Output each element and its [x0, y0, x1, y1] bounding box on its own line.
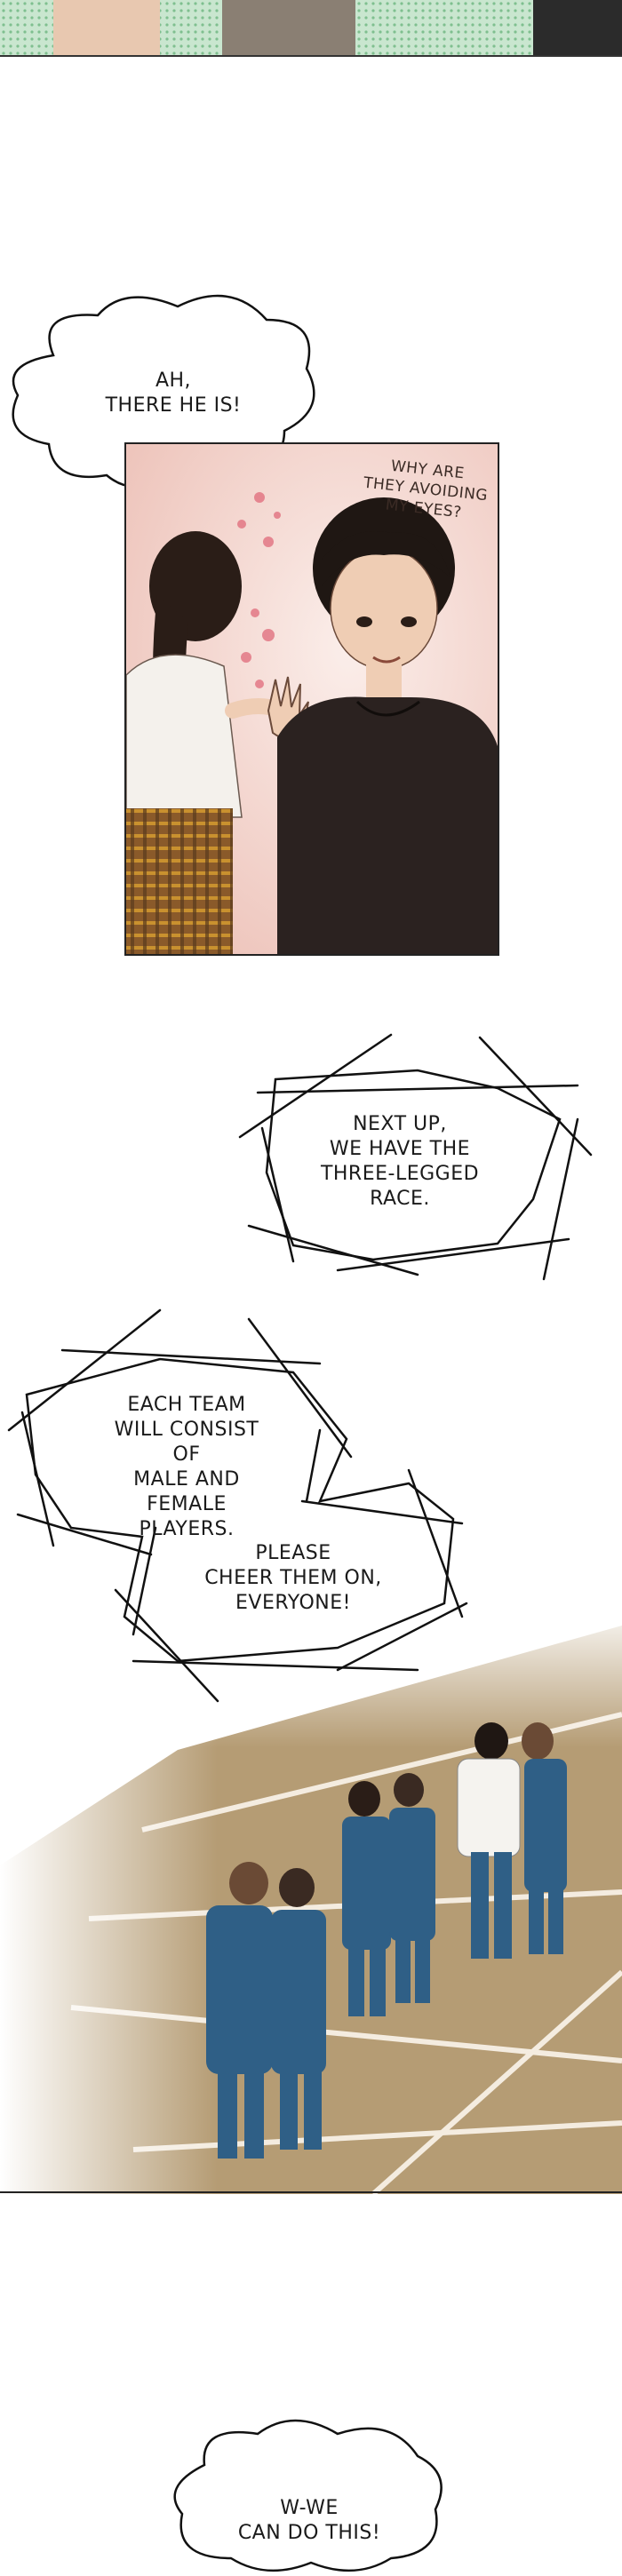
top-panel-art — [0, 0, 622, 57]
bubble-team-text: EACH TEAM WILL CONSIST OF MALE AND FEMAL… — [98, 1393, 275, 1542]
bubble-line: THREE-LEGGED — [320, 1163, 480, 1185]
bubble-line: EVERYONE! — [235, 1592, 351, 1614]
bubble-line: CAN DO THIS! — [237, 2522, 381, 2544]
bubble-next-text: NEXT UP, WE HAVE THE THREE-LEGGED RACE. — [315, 1112, 484, 1212]
bubble-line: PLEASE — [255, 1542, 331, 1564]
bubble-line: EACH TEAM — [127, 1394, 246, 1416]
students-front-pair — [206, 1862, 326, 2159]
bubble-line: AH, — [155, 370, 192, 392]
bubble-line: WILL CONSIST OF — [114, 1419, 259, 1466]
bubble-line: MALE AND FEMALE — [133, 1468, 240, 1515]
bubble-line: W-WE — [280, 2497, 339, 2519]
panel-track-art — [0, 1599, 622, 2194]
panel-track-students — [0, 1599, 622, 2194]
bubble-line: PLAYERS. — [139, 1518, 235, 1540]
bubble-line: THERE HE IS! — [105, 394, 242, 417]
students-back-pair — [457, 1722, 567, 1959]
bubble-ah-text: AH, THERE HE IS! — [84, 369, 262, 418]
spiky-bubble-team-cheer — [7, 1308, 468, 1703]
bubble-line: CHEER THEM ON, — [204, 1567, 382, 1589]
panel-girl-boy: WHY ARE THEY AVOIDING MY EYES? — [124, 442, 499, 956]
panel-girl-boy-art — [126, 444, 498, 954]
top-panel-strip — [0, 0, 622, 57]
bubble-line: RACE. — [370, 1188, 430, 1210]
bubble-cheer-text: PLEASE CHEER THEM ON, EVERYONE! — [204, 1541, 382, 1616]
speech-bubble-we — [173, 2419, 443, 2572]
spiky-bubble-next — [238, 1033, 593, 1281]
bubble-we-text: W-WE CAN DO THIS! — [211, 2496, 407, 2546]
bubble-line: WE HAVE THE — [329, 1138, 471, 1160]
students-middle-pair — [342, 1773, 435, 2016]
bubble-line: NEXT UP, — [353, 1113, 447, 1135]
